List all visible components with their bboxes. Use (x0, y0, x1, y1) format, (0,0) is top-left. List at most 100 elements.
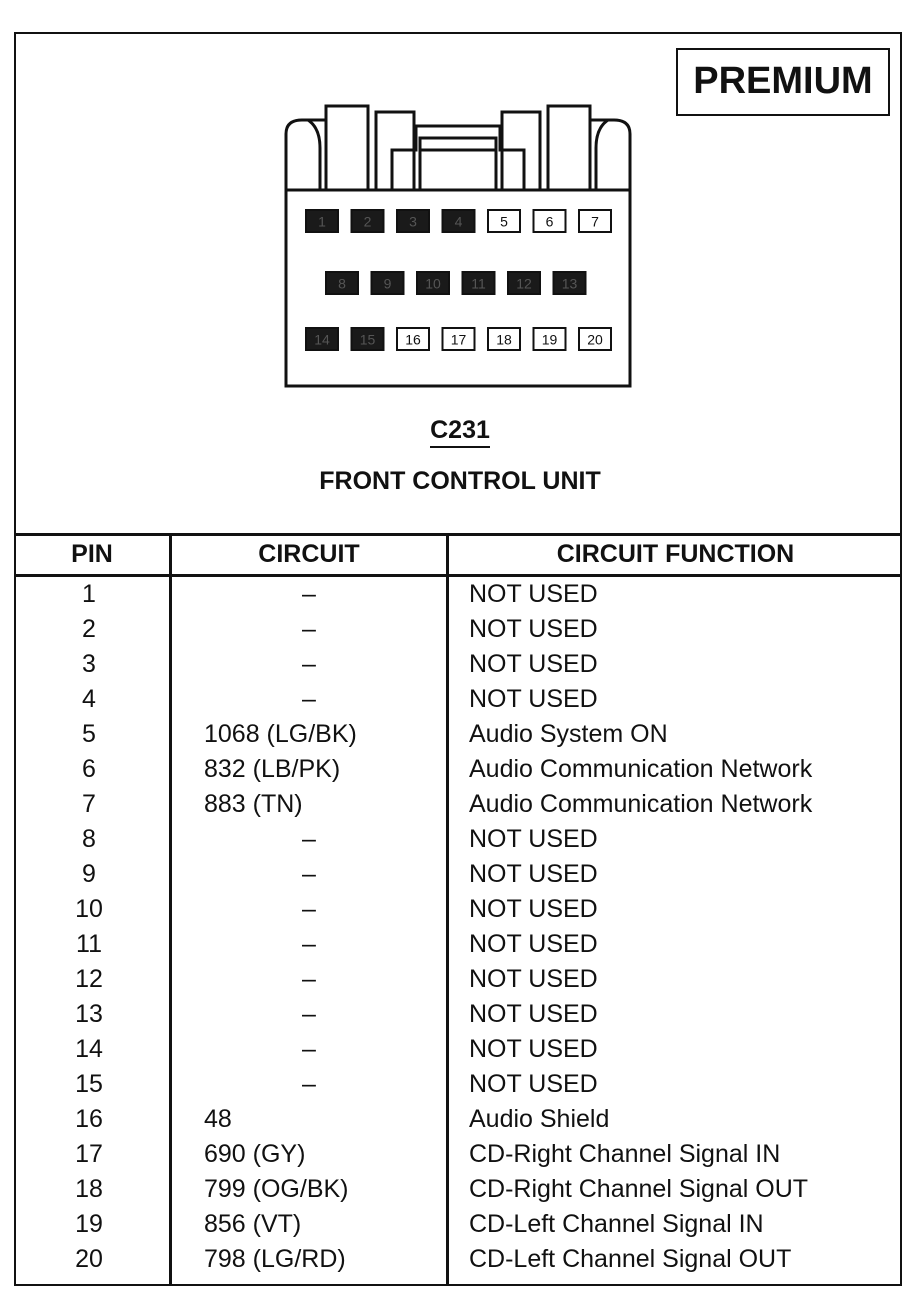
table-row: 6 832 (LB/PK) Audio Communication Network (14, 752, 902, 787)
cavity-box (532, 327, 567, 351)
pin-number: 12 (75, 965, 103, 993)
table-row: 12 – NOT USED (14, 962, 902, 997)
cavity-13: 13 (552, 271, 587, 295)
cavity-11: 11 (461, 271, 496, 295)
cavity-number: 3 (409, 214, 417, 230)
circuit-code: – (302, 685, 316, 713)
table-divider-2 (446, 534, 449, 1286)
cavity-box (350, 327, 385, 351)
circuit-function: CD-Right Channel Signal OUT (469, 1175, 809, 1203)
pin-number: 19 (75, 1210, 103, 1238)
circuit-code: 48 (204, 1105, 232, 1133)
cavity-5: 5 (487, 209, 521, 233)
cavity-box (441, 209, 476, 233)
cavity-7: 7 (578, 209, 612, 233)
pin-number: 9 (82, 860, 96, 888)
diagram-frame (14, 32, 902, 1286)
circuit-code: 832 (LB/PK) (204, 755, 341, 783)
cavity-box (532, 209, 567, 233)
circuit-function: NOT USED (469, 615, 598, 643)
circuit-function: Audio Communication Network (469, 755, 813, 783)
circuit-code: – (302, 930, 316, 958)
circuit-code: – (302, 895, 316, 923)
pin-number: 7 (82, 790, 96, 818)
circuit-code: 798 (LG/RD) (204, 1245, 346, 1273)
circuit-code: 799 (OG/BK) (204, 1175, 349, 1203)
cavity-number: 1 (318, 214, 326, 230)
circuit-function: CD-Left Channel Signal OUT (469, 1245, 792, 1273)
cavity-number: 4 (455, 214, 463, 230)
cavity-20: 20 (578, 327, 612, 351)
cavity-number: 13 (562, 276, 578, 292)
table-row: 7 883 (TN) Audio Communication Network (14, 787, 902, 822)
pin-number: 11 (76, 930, 102, 958)
pin-number: 1 (82, 580, 96, 608)
cavity-box (461, 271, 496, 295)
cavity-19: 19 (532, 327, 567, 351)
cavity-box (350, 209, 385, 233)
table-row: 13–NOT USED (14, 997, 902, 1032)
table-row: 20 798 (LG/RD) CD-Left Channel Signal OUT (14, 1242, 902, 1277)
pin-number: 8 (82, 825, 96, 853)
cavity-box (441, 327, 476, 351)
circuit-code: – (302, 615, 316, 643)
cavity-number: 9 (384, 276, 392, 292)
cavity-number: 14 (314, 332, 330, 348)
connector-id-text: C231 (430, 416, 490, 448)
connector-name: FRONT CONTROL UNIT (319, 467, 601, 495)
cavity-number: 5 (500, 214, 508, 230)
cavity-6: 6 (532, 209, 567, 233)
table-row: 10–NOT USED (14, 892, 902, 927)
circuit-function: NOT USED (469, 825, 598, 853)
cavity-box (305, 327, 339, 351)
circuit-code: 1068 (LG/BK) (204, 720, 357, 748)
circuit-code: 856 (VT) (204, 1210, 302, 1238)
table-header-rule (14, 574, 902, 577)
cavity-14: 14 (305, 327, 339, 351)
pin-number: 20 (75, 1245, 103, 1273)
circuit-code: 883 (TN) (204, 790, 303, 818)
pin-number: 6 (82, 755, 96, 783)
cavity-box (552, 271, 587, 295)
cavity-2: 2 (350, 209, 385, 233)
connector-id: C231 (0, 416, 920, 448)
circuit-function: Audio Communication Network (469, 790, 813, 818)
table-row: 1 – NOT USED (14, 577, 902, 612)
table-top-rule (14, 533, 902, 536)
circuit-code: – (302, 860, 316, 888)
cavity-box (487, 327, 521, 351)
circuit-code: – (302, 580, 316, 608)
circuit-code: – (302, 1035, 316, 1063)
cavity-17: 17 (441, 327, 476, 351)
pin-number: 5 (82, 720, 96, 748)
premium-badge: PREMIUM (676, 48, 890, 116)
table-row: 2–NOT USED (14, 612, 902, 647)
pin-number: 15 (75, 1070, 103, 1098)
cavity-box (396, 327, 430, 351)
circuit-function: NOT USED (469, 685, 598, 713)
cavity-1: 1 (305, 209, 339, 233)
header-circuit: CIRCUIT (258, 540, 360, 568)
circuit-function: NOT USED (469, 580, 598, 608)
circuit-code: – (302, 965, 316, 993)
pin-number: 4 (82, 685, 96, 713)
connector-housing (284, 104, 632, 388)
cavity-18: 18 (487, 327, 521, 351)
pin-number: 10 (75, 895, 103, 923)
cavity-number: 12 (516, 276, 532, 292)
circuit-function: NOT USED (469, 965, 598, 993)
cavity-9: 9 (370, 271, 405, 295)
cavity-box (325, 271, 359, 295)
circuit-function: Audio System ON (469, 720, 668, 748)
pin-number: 17 (75, 1140, 103, 1168)
cavity-3: 3 (396, 209, 430, 233)
cavity-number: 20 (587, 332, 603, 348)
cavity-number: 11 (471, 276, 486, 292)
table-row: 4 – NOT USED (14, 682, 902, 717)
cavity-number: 7 (591, 214, 599, 230)
